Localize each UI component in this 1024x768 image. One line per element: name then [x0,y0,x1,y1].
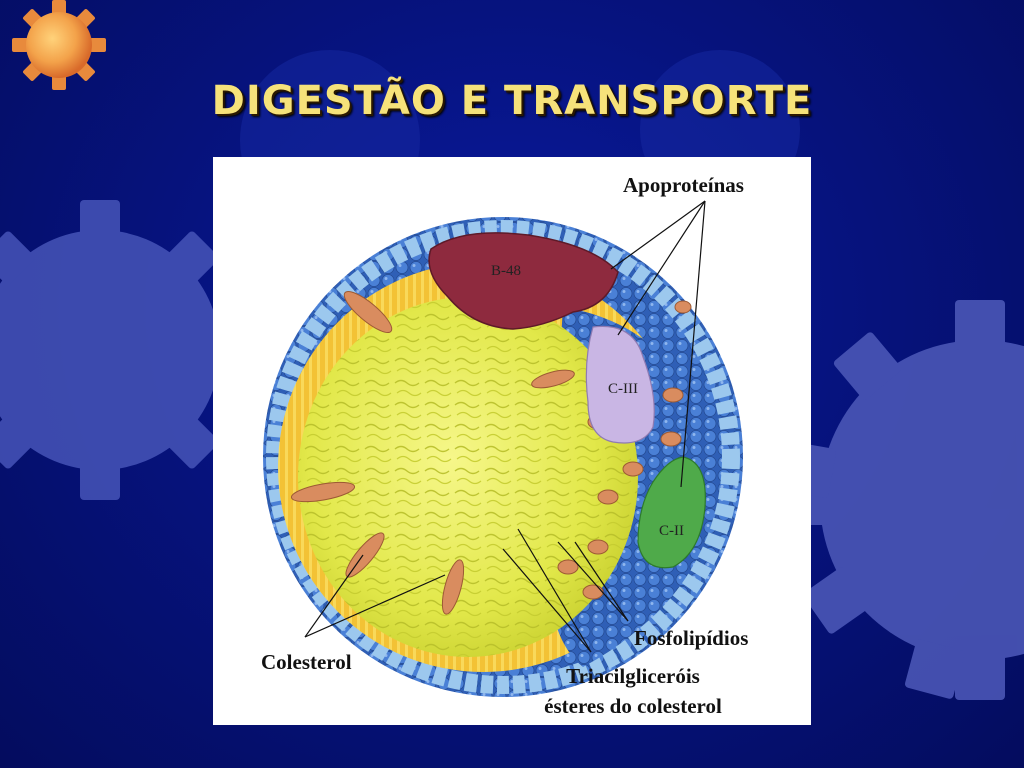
background-gear-icon [779,300,1024,700]
label-apoproteins: Apoproteínas [623,173,744,197]
chylomicron-diagram: B-48 C-III C-II [263,200,743,697]
apoprotein-c2 [637,456,706,569]
apoprotein-b48 [428,232,619,330]
label-b48: B-48 [491,263,521,279]
phospholipid-heads-ring [266,220,740,694]
slide-title: DIGESTÃO E TRANSPORTE [211,78,813,124]
label-c2: C-II [659,523,684,539]
label-c3: C-III [608,381,638,397]
diagram-panel: B-48 C-III C-II Apoproteínas Fosfolipídi… [213,157,811,725]
label-pointer-lines [304,200,706,653]
label-triacylglycerol-line1: Triacilgliceróis [566,664,700,688]
sun-gear-icon [12,0,106,90]
label-phospholipids: Fosfolipídios [634,626,749,650]
label-cholesterol: Colesterol [261,650,352,674]
apoprotein-c3 [585,325,655,444]
label-triacylglycerol-line2: ésteres do colesterol [544,694,722,718]
